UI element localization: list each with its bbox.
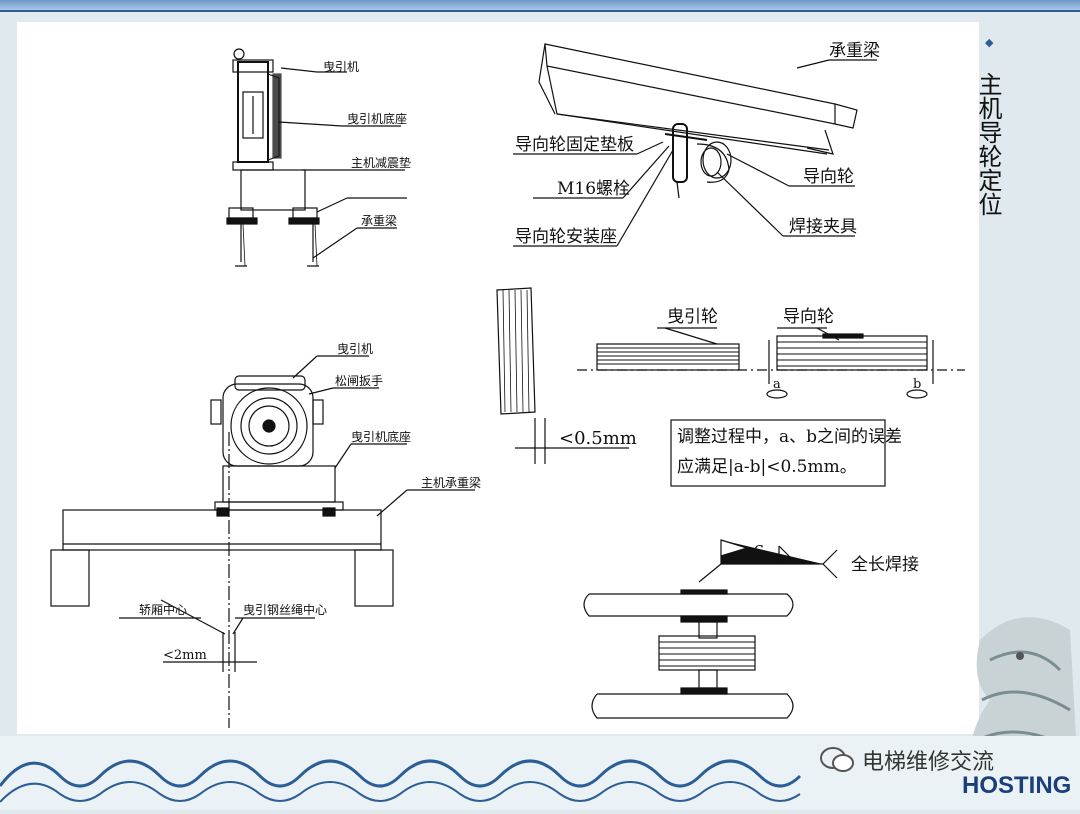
label-sheave-tolerance: <0.5mm bbox=[559, 428, 637, 449]
label-damping-pad: 主机减震垫 bbox=[351, 155, 411, 170]
label-guide-wheel-fixed-pad: 导向轮固定垫板 bbox=[515, 135, 634, 155]
top-title-bar bbox=[0, 0, 1080, 10]
machine-on-main-beam-view bbox=[50, 355, 475, 728]
label-guide-wheel-right: 导向轮 bbox=[803, 167, 854, 187]
label-bearing-beam-right: 承重梁 bbox=[829, 41, 880, 61]
watermark: 电梯维修交流 bbox=[820, 740, 994, 780]
label-release-wrench: 松闸扳手 bbox=[335, 374, 383, 388]
label-traction-sheave: 曳引轮 bbox=[667, 307, 718, 327]
top-divider bbox=[0, 10, 1080, 12]
label-full-length-weld: 全长焊接 bbox=[851, 555, 919, 575]
label-center-tolerance: <2mm bbox=[163, 648, 207, 663]
label-traction-machine-top: 曳引机 bbox=[323, 60, 359, 74]
label-main-bearing-beam: 主机承重梁 bbox=[421, 475, 481, 490]
label-bearing-beam-left: 承重梁 bbox=[361, 213, 397, 228]
label-guide-wheel-seat: 导向轮安装座 bbox=[515, 227, 617, 247]
note-line-2: 应满足|a-b|<0.5mm。 bbox=[677, 457, 857, 477]
label-traction-machine-bottom: 曳引机 bbox=[337, 342, 373, 356]
drawing-canvas: 曳引机 曳引机底座 主机减震垫 承重梁 承重梁 导向轮固定垫板 M16螺栓 导向… bbox=[17, 22, 979, 734]
slide-title: 主机导轮定位 bbox=[974, 72, 1002, 216]
label-m16-bolt: M16螺栓 bbox=[557, 179, 630, 199]
guide-wheel-mount-view bbox=[513, 43, 877, 247]
label-machine-base-bottom: 曳引机底座 bbox=[351, 429, 411, 444]
label-gap-a: a bbox=[773, 377, 781, 392]
label-machine-base-top: 曳引机底座 bbox=[347, 111, 407, 126]
sheave-alignment-view bbox=[496, 287, 965, 487]
diamond-bullet-icon: ◆ bbox=[985, 36, 994, 49]
watermark-channel-name: 电梯维修交流 bbox=[862, 750, 995, 775]
note-line-1: 调整过程中，a、b之间的误差 bbox=[677, 427, 902, 447]
label-rope-center: 曳引钢丝绳中心 bbox=[243, 602, 327, 617]
label-guide-wheel-mid: 导向轮 bbox=[783, 307, 834, 327]
label-weld-size: 6 bbox=[753, 542, 764, 563]
label-gap-b: b bbox=[913, 377, 921, 392]
wechat-icon bbox=[820, 747, 854, 772]
traction-machine-side-view bbox=[226, 48, 407, 267]
weld-detail-view bbox=[583, 539, 838, 719]
side-panel: ◆ 主机导轮定位 bbox=[974, 22, 1080, 582]
hosting-logo: HOSTING bbox=[962, 772, 1072, 799]
wave-decoration bbox=[0, 736, 1080, 810]
label-car-center: 轿厢中心 bbox=[139, 602, 187, 617]
label-welding-clamp: 焊接夹具 bbox=[789, 217, 857, 237]
